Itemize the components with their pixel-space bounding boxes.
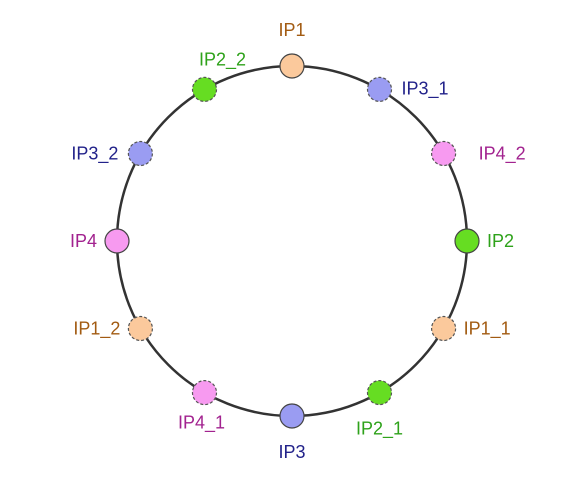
label-ip3-1: IP3_1 <box>402 78 449 99</box>
node-ip1 <box>279 53 305 79</box>
label-ip4-1: IP4_1 <box>178 413 225 434</box>
label-ip2-2: IP2_2 <box>199 49 246 70</box>
node-ip4 <box>104 228 130 254</box>
node-ip2-1 <box>366 380 393 406</box>
hash-ring <box>115 64 469 418</box>
label-ip3-2: IP3_2 <box>71 144 118 165</box>
label-ip4: IP4 <box>70 231 97 251</box>
label-ip3: IP3 <box>278 442 305 462</box>
node-ip3-2 <box>127 140 153 167</box>
ring-nodes <box>104 53 480 429</box>
label-ip1-2: IP1_2 <box>73 319 120 340</box>
node-ip1-1 <box>431 315 457 342</box>
label-ip2-1: IP2_1 <box>356 419 403 440</box>
label-ip4-2: IP4_2 <box>479 144 526 165</box>
label-ip1-1: IP1_1 <box>464 319 511 340</box>
node-ip3-1 <box>366 76 393 103</box>
node-ip3 <box>279 403 305 429</box>
label-ip2: IP2 <box>487 231 514 251</box>
node-ip2-2 <box>191 76 218 103</box>
node-ip4-2 <box>431 140 457 167</box>
node-ip4-1 <box>191 380 218 406</box>
node-ip2 <box>454 228 480 254</box>
node-ip1-2 <box>127 315 153 342</box>
label-ip1: IP1 <box>278 20 305 40</box>
